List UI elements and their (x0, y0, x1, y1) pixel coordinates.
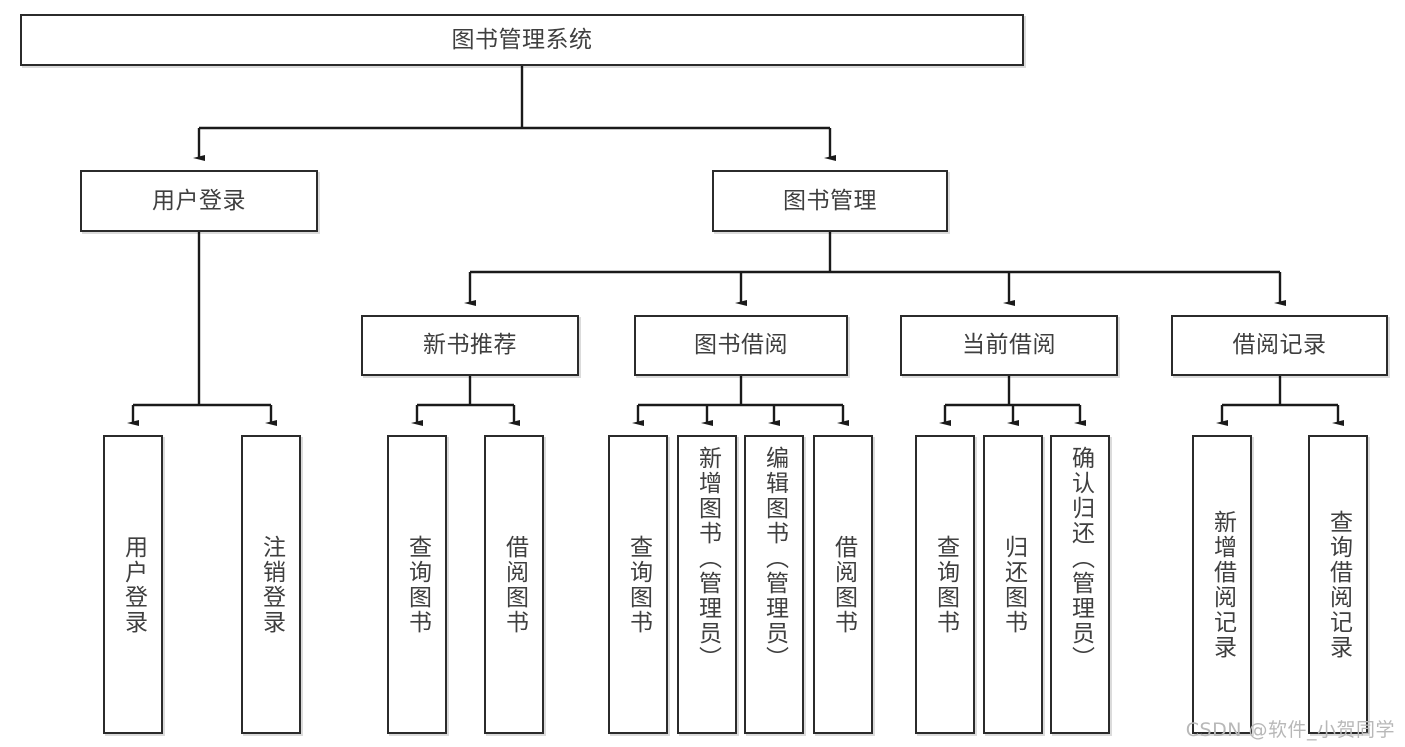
node-label: 注销登录 (258, 534, 285, 635)
leaf-book-borrow-borrow-book[interactable]: 借阅图书 (813, 435, 873, 734)
node-label: 新增借阅记录 (1209, 509, 1236, 660)
node-label: 编辑图书（管理员） (761, 446, 788, 671)
leaf-borrow-record-add-record[interactable]: 新增借阅记录 (1192, 435, 1252, 734)
node-label: 图书管理 (783, 187, 877, 214)
node-label: 图书借阅 (694, 332, 788, 359)
node-new-book-recommend[interactable]: 新书推荐 (361, 315, 579, 376)
node-label: 借阅图书 (501, 534, 528, 635)
node-label: 图书管理系统 (451, 26, 593, 53)
leaf-book-borrow-edit-book-admin[interactable]: 编辑图书（管理员） (744, 435, 804, 734)
node-label: 借阅图书 (830, 534, 857, 635)
node-book-borrow[interactable]: 图书借阅 (634, 315, 848, 376)
node-root-book-management-system[interactable]: 图书管理系统 (20, 14, 1024, 66)
leaf-new-book-borrow-book[interactable]: 借阅图书 (484, 435, 544, 734)
leaf-borrow-record-query-record[interactable]: 查询借阅记录 (1308, 435, 1368, 734)
leaf-current-borrow-query-book[interactable]: 查询图书 (915, 435, 975, 734)
node-label: 归还图书 (1000, 534, 1027, 635)
leaf-new-book-query-book[interactable]: 查询图书 (387, 435, 447, 734)
node-label: 新增图书（管理员） (694, 446, 721, 671)
node-label: 查询借阅记录 (1325, 509, 1352, 660)
node-user-login[interactable]: 用户登录 (80, 170, 318, 232)
node-label: 确认归还（管理员） (1067, 446, 1094, 671)
node-borrow-record[interactable]: 借阅记录 (1171, 315, 1388, 376)
leaf-book-borrow-query-book[interactable]: 查询图书 (608, 435, 668, 734)
node-label: 新书推荐 (423, 332, 517, 359)
leaf-current-borrow-return-book[interactable]: 归还图书 (983, 435, 1043, 734)
node-label: 查询图书 (404, 534, 431, 635)
node-label: 查询图书 (932, 534, 959, 635)
node-label: 用户登录 (152, 187, 246, 214)
node-label: 当前借阅 (962, 332, 1056, 359)
node-label: 查询图书 (625, 534, 652, 635)
leaf-user-login-login[interactable]: 用户登录 (103, 435, 163, 734)
leaf-current-borrow-confirm-return-admin[interactable]: 确认归还（管理员） (1050, 435, 1110, 734)
node-current-borrow[interactable]: 当前借阅 (900, 315, 1118, 376)
node-label: 借阅记录 (1232, 332, 1327, 359)
leaf-user-login-logout[interactable]: 注销登录 (241, 435, 301, 734)
node-book-management[interactable]: 图书管理 (712, 170, 948, 232)
leaf-book-borrow-add-book-admin[interactable]: 新增图书（管理员） (677, 435, 737, 734)
node-label: 用户登录 (120, 534, 147, 635)
watermark-text: CSDN @软件_小贺同学 (1185, 719, 1395, 741)
